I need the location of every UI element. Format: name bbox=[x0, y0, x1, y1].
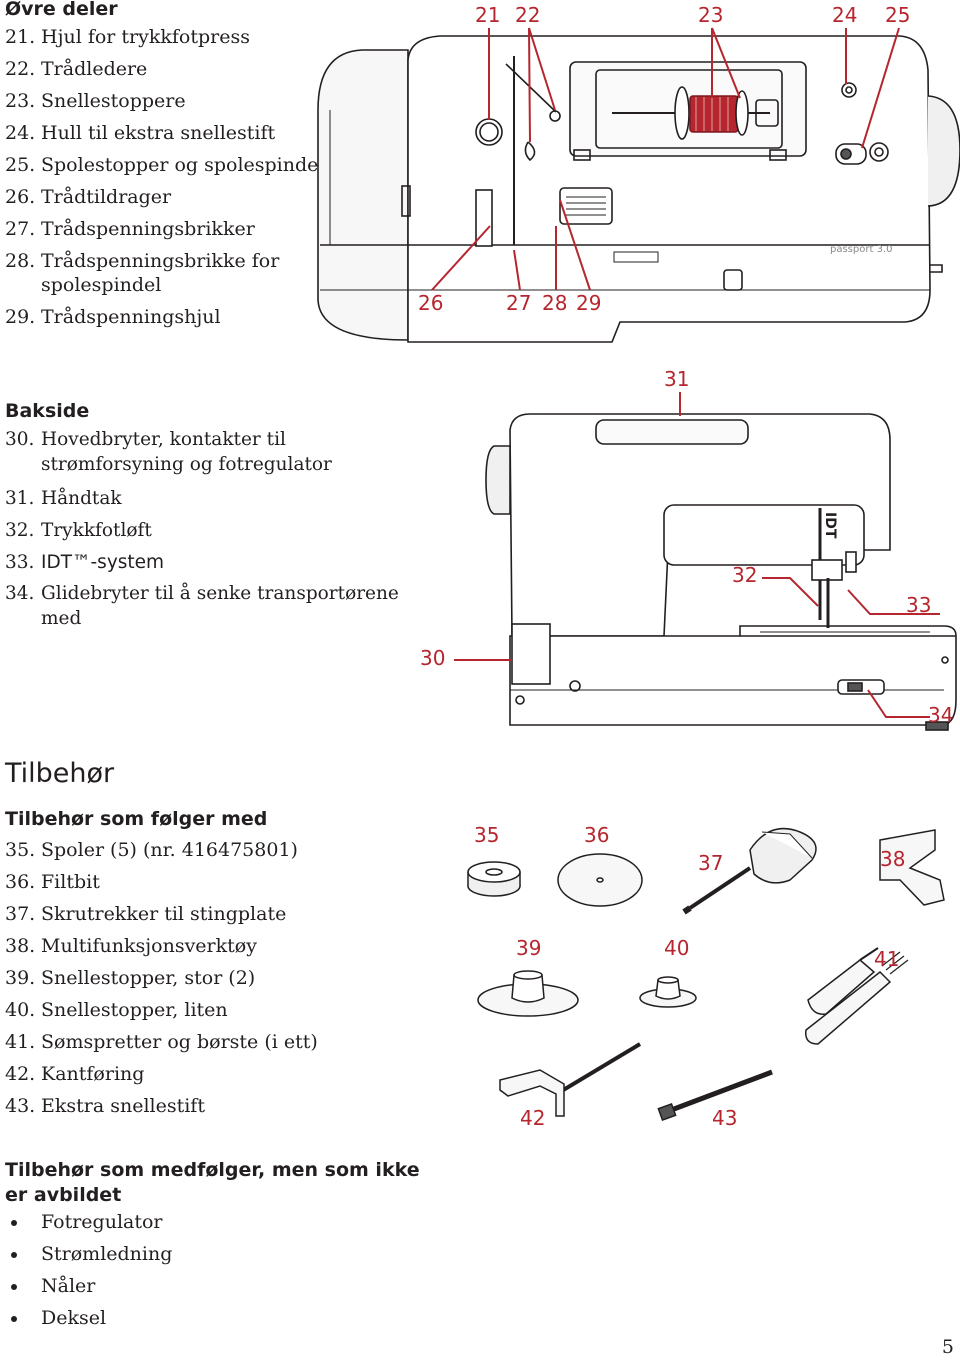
upper-parts-illustration: passport 3.0 21 22 23 24 25 26 27 28 29 bbox=[317, 3, 960, 343]
callout-32: 32 bbox=[732, 563, 757, 587]
callout-24: 24 bbox=[832, 3, 857, 27]
upper-parts-list: 21.Hjul for trykkfotpress 22.Trådledere … bbox=[5, 21, 324, 333]
callout-39: 39 bbox=[516, 936, 541, 960]
back-parts-illustration: IDT 31 30 32 33 34 bbox=[420, 367, 957, 731]
seam-ripper-brush-icon bbox=[805, 947, 909, 1045]
not-pictured-heading: Tilbehør som medfølger, men som ikke er … bbox=[5, 1159, 420, 1206]
list-item: 37.Skrutrekker til stingplate bbox=[5, 903, 287, 925]
upper-callouts: 21 22 23 24 25 26 27 28 29 bbox=[418, 3, 910, 315]
accessories-heading: Tilbehør som følger med bbox=[5, 808, 268, 830]
bobbin-icon bbox=[467, 861, 521, 897]
accessories-illustration: 35 36 37 38 39 40 41 42 43 bbox=[467, 823, 945, 1130]
idt-label: IDT bbox=[822, 512, 838, 539]
screwdriver-icon bbox=[682, 827, 817, 915]
list-item: 39.Snellestopper, stor (2) bbox=[5, 967, 256, 989]
callout-37: 37 bbox=[698, 851, 723, 875]
list-item: 41.Sømspretter og børste (i ett) bbox=[5, 1031, 318, 1053]
list-item: 42.Kantføring bbox=[5, 1063, 145, 1085]
felt-pad-icon bbox=[557, 853, 643, 907]
list-item: 32.Trykkfotløft bbox=[5, 520, 152, 541]
callout-36: 36 bbox=[584, 823, 609, 847]
callout-23: 23 bbox=[698, 3, 723, 27]
large-spool-cap-icon bbox=[477, 970, 579, 1017]
callout-30: 30 bbox=[420, 646, 445, 670]
list-item: 43.Ekstra snellestift bbox=[5, 1095, 205, 1117]
back-callouts: 31 30 32 33 34 bbox=[420, 367, 953, 727]
list-item: 29.Trådspenningshjul bbox=[5, 306, 221, 328]
accessories-list: 35.Spoler (5) (nr. 416475801) 36.Filtbit… bbox=[5, 834, 318, 1122]
list-item: 26.Trådtildrager bbox=[5, 186, 172, 208]
list-item: 25.Spolestopper og spolespindel bbox=[5, 154, 325, 176]
list-item: 35.Spoler (5) (nr. 416475801) bbox=[5, 839, 298, 861]
accessory-callouts: 35 36 37 38 39 40 41 42 43 bbox=[474, 823, 905, 1130]
list-item: Nåler bbox=[5, 1270, 172, 1302]
callout-43: 43 bbox=[712, 1106, 737, 1130]
accessories-title: Tilbehør bbox=[5, 758, 115, 789]
not-pictured-list: Fotregulator Strømledning Nåler Deksel bbox=[5, 1206, 172, 1334]
bullet-icon bbox=[11, 1316, 17, 1322]
list-item: 36.Filtbit bbox=[5, 871, 100, 893]
callout-41: 41 bbox=[874, 947, 899, 971]
callout-22: 22 bbox=[515, 3, 540, 27]
bullet-icon bbox=[11, 1284, 17, 1290]
list-item: 33.IDT™-system bbox=[5, 552, 165, 573]
list-item: 22.Trådledere bbox=[5, 58, 148, 80]
list-item: Strømledning bbox=[5, 1238, 172, 1270]
list-item: 34.Glidebryter til å senke transportøren… bbox=[5, 583, 399, 629]
list-item: Deksel bbox=[5, 1302, 172, 1334]
callout-34: 34 bbox=[928, 703, 953, 727]
bullet-icon bbox=[11, 1220, 17, 1226]
list-item: 38.Multifunksjonsverktøy bbox=[5, 935, 257, 957]
edge-guide-icon bbox=[499, 1042, 642, 1117]
extra-spool-pin-icon bbox=[657, 1069, 773, 1121]
callout-33: 33 bbox=[906, 593, 931, 617]
callout-25: 25 bbox=[885, 3, 910, 27]
callout-42: 42 bbox=[520, 1106, 545, 1130]
machine-brand-text: passport 3.0 bbox=[830, 244, 892, 255]
list-item: 40.Snellestopper, liten bbox=[5, 999, 228, 1021]
list-item: 21.Hjul for trykkfotpress bbox=[5, 26, 250, 48]
callout-28: 28 bbox=[542, 291, 567, 315]
section-heading-back: Bakside bbox=[5, 400, 90, 422]
callout-27: 27 bbox=[506, 291, 531, 315]
callout-21: 21 bbox=[475, 3, 500, 27]
page-number: 5 bbox=[941, 1336, 954, 1358]
callout-40: 40 bbox=[664, 936, 689, 960]
section-heading-upper: Øvre deler bbox=[5, 0, 118, 20]
multi-tool-icon bbox=[879, 829, 945, 906]
list-item: 23.Snellestoppere bbox=[5, 90, 186, 112]
callout-29: 29 bbox=[576, 291, 601, 315]
callout-35: 35 bbox=[474, 823, 499, 847]
callout-26: 26 bbox=[418, 291, 443, 315]
callout-38: 38 bbox=[880, 847, 905, 871]
list-item: 24.Hull til ekstra snellestift bbox=[5, 122, 276, 144]
list-item: 31.Håndtak bbox=[5, 488, 122, 509]
callout-31: 31 bbox=[664, 367, 689, 391]
list-item: Fotregulator bbox=[5, 1206, 172, 1238]
bullet-icon bbox=[11, 1252, 17, 1258]
small-spool-cap-icon bbox=[639, 976, 697, 1008]
list-item: 27.Trådspenningsbrikker bbox=[5, 218, 255, 240]
